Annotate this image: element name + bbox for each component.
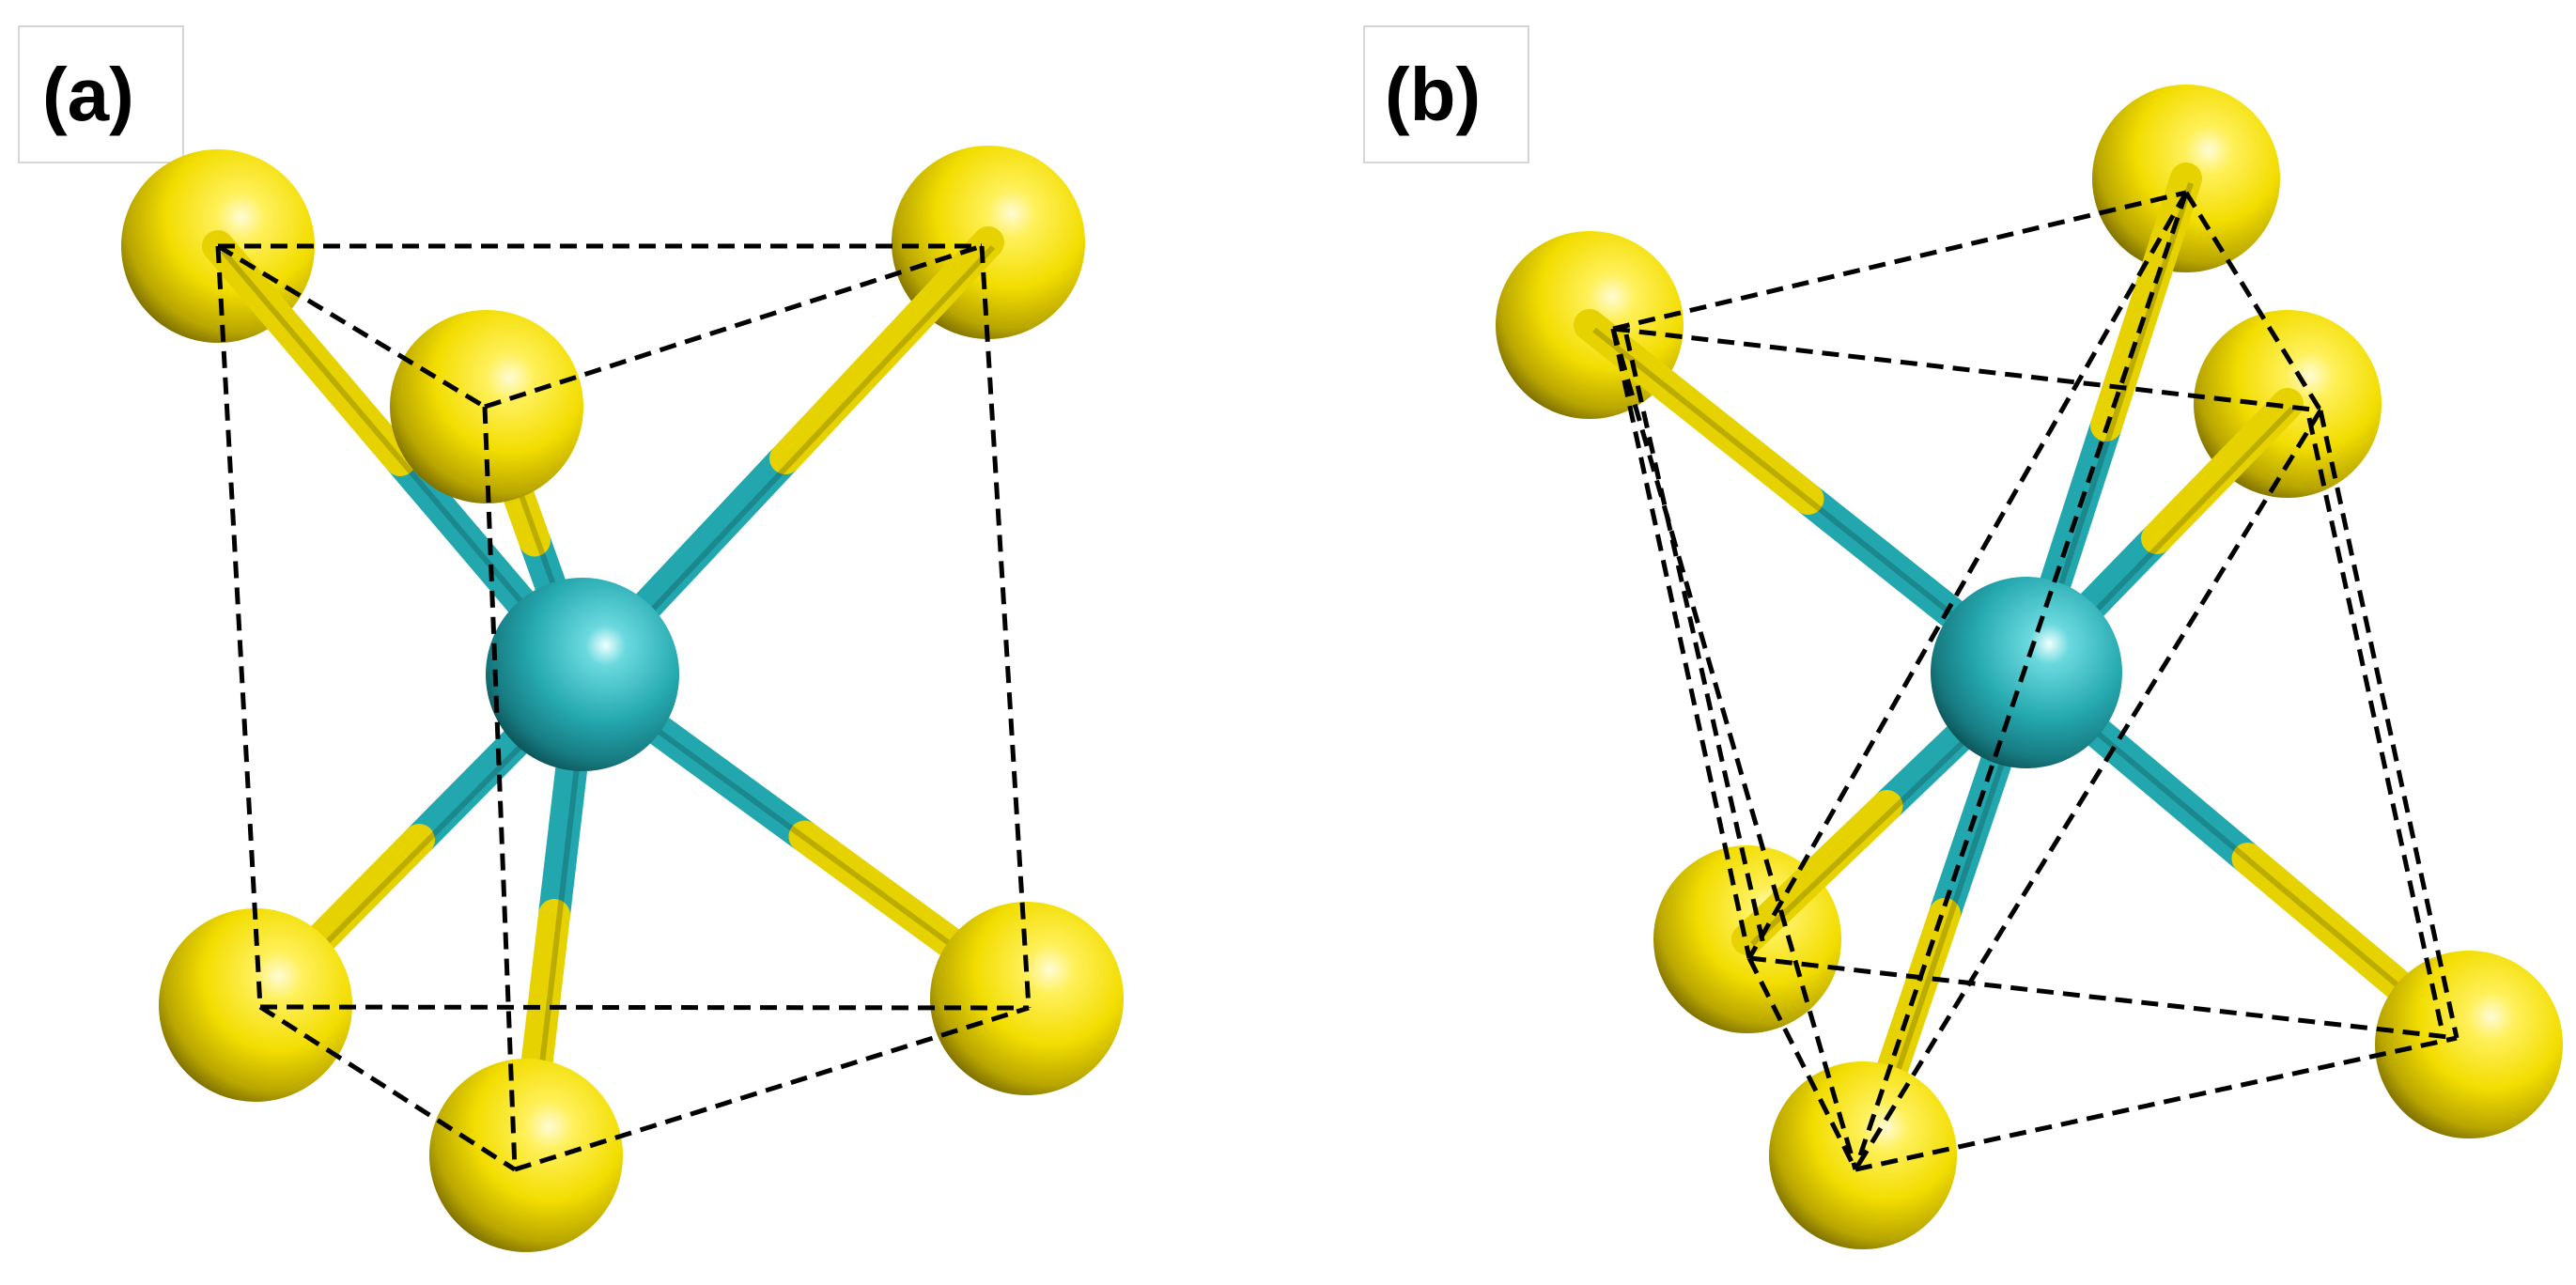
- cage-b-edge-9: [1853, 409, 2323, 1171]
- panel-a-trigonal-prism: [121, 146, 1124, 1252]
- cage-b-edge-7: [1853, 192, 2189, 1170]
- ligand-atom-a-bottom-left: [159, 908, 352, 1102]
- panel-b-label-text: (b): [1385, 53, 1481, 136]
- cage-b-edge-11: [1746, 956, 1858, 1171]
- cage-a-edge-5: [258, 1004, 517, 1172]
- bond-b-bottom-left-ligand-half: [1731, 790, 1903, 955]
- ligand-atom-a-bottom-middle: [429, 1059, 623, 1252]
- bond-b-right-ligand-half: [2141, 388, 2304, 554]
- metal-atom-a: [486, 578, 679, 771]
- cage-b-edge-4: [1610, 328, 1752, 959]
- ligand-atom-a-bottom-right: [930, 902, 1124, 1095]
- bond-a-top-left-ligand-half: [202, 230, 416, 476]
- cage-a-edge-9: [482, 406, 518, 1170]
- cage-a-edge-4: [259, 1004, 1030, 1011]
- cage-b-octahedron: [1610, 190, 2460, 1172]
- panel-b-label: (b): [1363, 25, 1529, 163]
- cage-b-edge-12: [1854, 1035, 2458, 1172]
- cage-a-edge-6: [514, 1005, 1030, 1172]
- cage-b-edge-10: [1748, 955, 2458, 1041]
- cage-a-edge-3: [484, 243, 983, 410]
- panel-b-octahedron: [1496, 85, 2563, 1249]
- ligand-atom-b-bottom-right: [2375, 951, 2563, 1138]
- cage-b-edge-2: [1612, 326, 2321, 413]
- bond-a-top-right-shade: [584, 244, 996, 682]
- cage-b-edge-6: [1746, 191, 2189, 960]
- cage-b-edge-3: [2183, 191, 2323, 412]
- cage-b-edge-8: [2318, 410, 2460, 1039]
- cage-a-edge-8: [979, 245, 1032, 1009]
- cage-a-trigonal-prism: [215, 243, 1032, 1172]
- cage-a-edge-7: [215, 245, 263, 1008]
- panel-a-label-text: (a): [42, 53, 134, 136]
- metal-atom-b: [1931, 577, 2122, 768]
- bond-b-left-ligand-half: [1574, 309, 1824, 515]
- bond-a-top-right-ligand-half: [769, 226, 1004, 474]
- cage-b-edge-5: [1610, 328, 1858, 1170]
- panel-a-label: (a): [18, 25, 184, 163]
- cage-b-edge-1: [1612, 190, 2187, 332]
